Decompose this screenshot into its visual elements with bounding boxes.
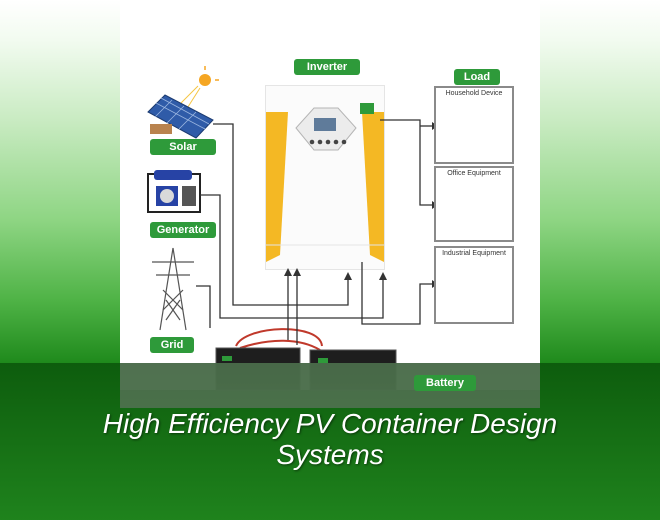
inverter-button — [309, 139, 315, 145]
wire-arrows — [284, 122, 438, 288]
source-wires — [196, 119, 433, 345]
inverter-right-accent — [362, 112, 384, 262]
inverter-button — [333, 139, 339, 145]
inverter-graphic — [266, 103, 384, 262]
inverter-display — [314, 118, 336, 131]
load-group-title: Office Equipment — [447, 170, 501, 177]
inverter-label: Inverter — [294, 59, 360, 75]
page-caption: High Efficiency PV Container Design Syst… — [0, 408, 660, 470]
inverter-button — [325, 139, 331, 145]
caption-band-card — [120, 363, 540, 408]
load-label: Load — [454, 69, 500, 85]
generator-label: Generator — [150, 222, 216, 238]
generator-icon — [147, 170, 201, 213]
solar-panel-icon — [147, 66, 219, 139]
brand-logo-icon — [360, 103, 374, 114]
caption-line-1: High Efficiency PV Container Design — [102, 408, 558, 439]
battery-label: Battery — [414, 375, 476, 391]
caption-line-2: Systems — [276, 439, 384, 470]
load-box-office: Office Equipment — [434, 166, 514, 242]
grid-tower-icon — [152, 247, 194, 331]
grid-label: Grid — [150, 337, 194, 353]
inverter-left-accent — [266, 112, 288, 262]
load-box-industrial: Industrial Equipment — [434, 246, 514, 324]
inverter-button — [341, 139, 347, 145]
load-group-title: Household Device — [445, 90, 503, 97]
load-group-title: Industrial Equipment — [442, 250, 506, 257]
solar-panels-label: Solar Panels — [150, 139, 216, 169]
load-box-household: Household Device — [434, 86, 514, 164]
inverter-button — [317, 139, 323, 145]
